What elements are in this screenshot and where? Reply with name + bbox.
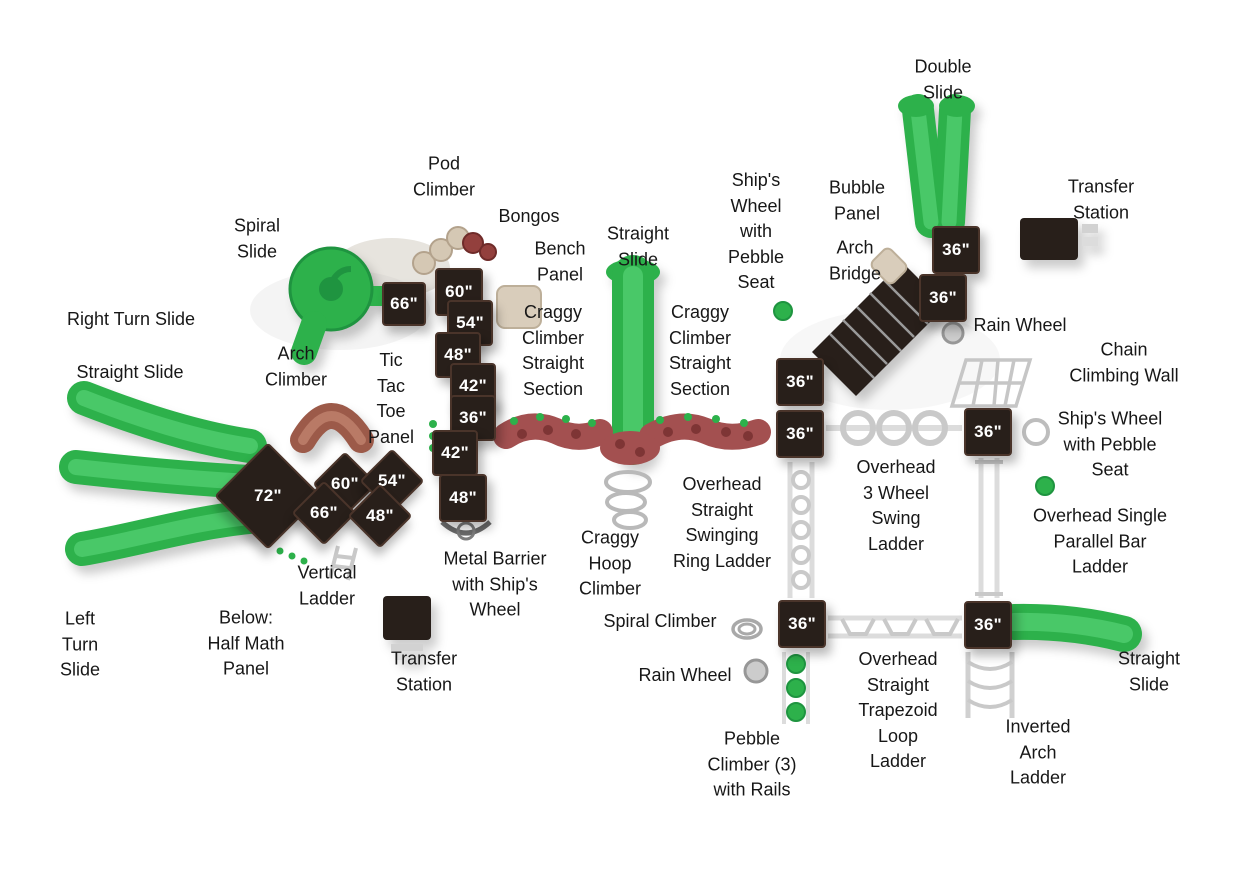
pebble-climber-shape [782, 652, 810, 724]
transfer-station-top-shape [1020, 218, 1098, 260]
chain-climbing-wall-shape [949, 358, 1033, 408]
right-turn-slide-shape [67, 381, 267, 463]
craggy-center-shape [600, 431, 660, 465]
overhead-3-wheel-swing-ladder-shape [826, 410, 962, 446]
vertical-ladder-shape [328, 545, 358, 581]
arch-climber-shape [290, 403, 374, 453]
left-turn-slide-shape [65, 500, 267, 566]
inverted-arch-ladder-shape [965, 652, 1015, 718]
pebble-seat-top [773, 301, 793, 321]
deck-48-mid: 48" [439, 474, 487, 522]
craggy-hoop-climber-shape [604, 470, 652, 530]
rain-wheel-right-shape [941, 321, 965, 345]
overhead-single-parallel-bar-ladder-shape [975, 458, 1003, 598]
craggy-climber-right-shape [639, 413, 771, 450]
deck-42-lower: 42" [432, 430, 478, 476]
deck-36-south-left: 36" [778, 600, 826, 648]
straight-slide-bottom-shape [996, 603, 1142, 652]
straight-slide-top-shape [606, 255, 660, 465]
transfer-station-bottom-shape [383, 596, 431, 660]
deck-36-ne-upper: 36" [932, 226, 980, 274]
spiral-climber-shape [731, 618, 763, 640]
deck-36-east-left-upper: 36" [776, 358, 824, 406]
deck-66-upper: 66" [382, 282, 426, 326]
pebble-seat-right [1035, 476, 1055, 496]
deck-36-ne-lower: 36" [919, 274, 967, 322]
spiral-slide-shape [288, 246, 410, 365]
straight-slide-left-shape [59, 450, 267, 499]
overhead-straight-trapezoid-loop-ladder-shape [828, 615, 962, 639]
ships-wheel-right-shape [1022, 418, 1050, 446]
arch-bridge-shape [812, 262, 946, 396]
bench-panel-shape [496, 285, 542, 329]
deck-36-east-right: 36" [964, 408, 1012, 456]
half-math-panel-dots [276, 547, 308, 565]
bubble-panel-shape [870, 247, 908, 285]
bongos-shape [462, 232, 497, 261]
metal-barrier-shape [440, 520, 492, 541]
deck-36-south-right: 36" [964, 601, 1012, 649]
rain-wheel-bottom-shape [743, 658, 769, 684]
craggy-climber-left-shape [493, 413, 613, 450]
deck-36-east-left-lower: 36" [776, 410, 824, 458]
double-slide-shape [898, 94, 975, 238]
overhead-straight-swinging-ring-ladder-shape [787, 462, 815, 598]
